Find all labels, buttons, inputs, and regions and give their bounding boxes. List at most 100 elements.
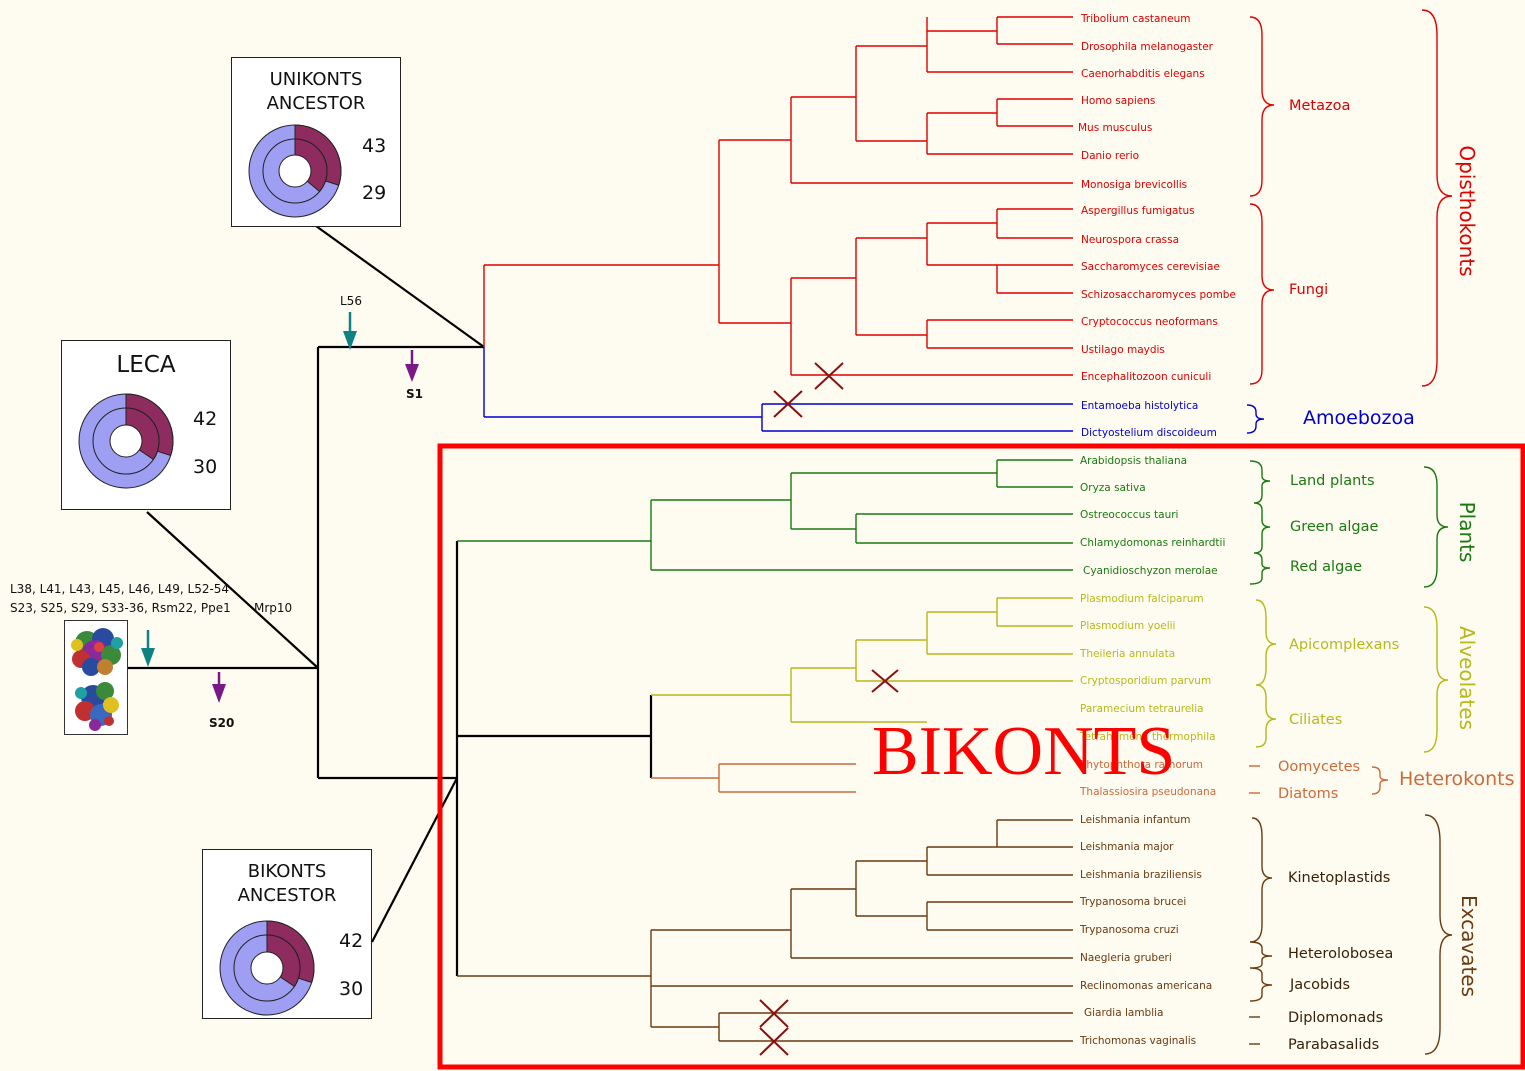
species-label: Mus musculus: [1078, 122, 1153, 134]
species-label: Cyanidioschyzon merolae: [1083, 565, 1218, 577]
group-label-excavates: Excavates: [1457, 894, 1481, 998]
group-label-diplomonads: Diplomonads: [1288, 1010, 1384, 1026]
species-label: Cryptosporidium parvum: [1080, 675, 1212, 687]
bikonts-top-value: 42: [339, 930, 364, 952]
group-label-heterolobosea: Heterolobosea: [1288, 946, 1394, 962]
species-label: Drosophila melanogaster: [1081, 41, 1213, 53]
bikonts-donut: [219, 920, 315, 1016]
species-label: Oryza sativa: [1080, 482, 1146, 494]
unikonts-donut: [248, 124, 342, 218]
opisthokonts-branches: [483, 9, 1453, 387]
leca-top-value: 42: [193, 408, 218, 430]
species-label: Thalassiosira pseudonana: [1080, 786, 1217, 798]
mrp10-label: Mrp10: [254, 601, 293, 615]
protein-list-line2: S23, S25, S29, S33-36, Rsm22, Ppe1: [10, 601, 231, 615]
species-label: Caenorhabditis elegans: [1081, 68, 1205, 80]
species-label: Homo sapiens: [1081, 95, 1156, 107]
heterokonts-branches: [651, 763, 1389, 795]
ribosome-small-subunit: [75, 682, 119, 731]
group-label-apicomplexans: Apicomplexans: [1289, 637, 1400, 653]
species-label: Arabidopsis thaliana: [1080, 455, 1188, 467]
species-label: Trichomonas vaginalis: [1080, 1035, 1197, 1047]
group-label-amoebozoa: Amoebozoa: [1303, 407, 1415, 429]
group-label-metazoa: Metazoa: [1289, 98, 1351, 114]
bikonts-ancestor-box: BIKONTS ANCESTOR 42 30: [202, 849, 372, 1019]
loss-marks: [759, 362, 899, 1056]
species-label: Aspergillus fumigatus: [1081, 205, 1195, 217]
group-label-heterokonts: Heterokonts: [1399, 768, 1515, 790]
alveolates-branches: [651, 597, 1449, 753]
species-label: Giardia lamblia: [1084, 1007, 1164, 1019]
bikonts-title-line1: BIKONTS: [247, 861, 327, 882]
species-label: Leishmania major: [1080, 841, 1174, 853]
amoebozoa-branches: [483, 347, 1265, 434]
s1-label: S1: [406, 387, 423, 401]
species-label: Phytophthora ramorum: [1080, 759, 1203, 771]
species-label: Leishmania braziliensis: [1080, 869, 1202, 881]
leca-title: LECA: [116, 352, 176, 378]
group-label-opisthokonts: Opisthokonts: [1455, 145, 1479, 277]
species-label: Theileria annulata: [1080, 648, 1176, 660]
loss-mark-encephalitozoon: [814, 362, 844, 390]
species-label: Trypanosoma brucei: [1080, 896, 1187, 908]
s20-label: S20: [209, 716, 235, 730]
group-label-fungi: Fungi: [1289, 282, 1329, 298]
bikonts-title-line2: ANCESTOR: [237, 885, 337, 906]
group-label-jacobids: Jacobids: [1290, 977, 1350, 993]
unikonts-bottom-value: 29: [362, 182, 387, 204]
arrow-s1: [405, 350, 419, 382]
protein-list-line1: L38, L41, L43, L45, L46, L49, L52-54: [10, 582, 230, 596]
l56-label: L56: [340, 294, 362, 308]
unikonts-top-value: 43: [362, 135, 387, 157]
species-label: Danio rerio: [1081, 150, 1140, 162]
loss-mark-cryptosporidium: [871, 669, 899, 693]
species-label: Tetrahymena thermophila: [1080, 731, 1216, 743]
group-label-alveolates: Alveolates: [1455, 626, 1479, 730]
group-label-plants: Plants: [1455, 501, 1479, 563]
species-label: Ustilago maydis: [1081, 344, 1165, 356]
group-label-ciliates: Ciliates: [1289, 712, 1343, 728]
backbone-branches: [128, 225, 653, 976]
species-label: Ostreococcus tauri: [1080, 509, 1179, 521]
group-label-kinetoplastids: Kinetoplastids: [1288, 870, 1391, 886]
species-label: Tribolium castaneum: [1081, 13, 1191, 25]
species-label: Neurospora crassa: [1081, 234, 1180, 246]
arrow-l56: [343, 312, 357, 350]
group-label-land-plants: Land plants: [1290, 473, 1375, 489]
group-label-diatoms: Diatoms: [1278, 786, 1339, 802]
arrow-s20: [212, 672, 226, 703]
species-label: Plasmodium falciparum: [1080, 593, 1204, 605]
arrow-mrp10: [141, 630, 155, 667]
species-label: Cryptococcus neoformans: [1081, 316, 1218, 328]
species-label: Monosiga brevicollis: [1081, 179, 1188, 191]
species-label: Chlamydomonas reinhardtii: [1080, 537, 1226, 549]
species-label: Encephalitozoon cuniculi: [1081, 371, 1212, 383]
species-label: Paramecium tetraurelia: [1080, 703, 1204, 715]
group-label-parabasalids: Parabasalids: [1288, 1037, 1380, 1053]
species-label: Leishmania infantum: [1080, 814, 1191, 826]
unikonts-title-line2: ANCESTOR: [266, 93, 366, 114]
species-label: Trypanosoma cruzi: [1080, 924, 1179, 936]
unikonts-title-line1: UNIKONTS: [269, 69, 363, 90]
leca-donut: [78, 393, 174, 489]
plants-branches: [457, 459, 1449, 588]
bikonts-overlay-label: BIKONTS: [872, 713, 1176, 790]
leca-box: LECA 42 30: [61, 340, 231, 510]
loss-mark-trichomonas: [759, 1027, 789, 1056]
group-label-green-algae: Green algae: [1290, 519, 1379, 535]
species-label: Entamoeba histolytica: [1081, 400, 1199, 412]
species-label: Reclinomonas americana: [1080, 980, 1213, 992]
bikonts-bottom-value: 30: [339, 978, 364, 1000]
species-label: Schizosaccharomyces pombe: [1081, 289, 1236, 301]
ribosome-large-subunit: [71, 628, 123, 676]
excavates-branches: [457, 814, 1453, 1055]
species-label: Plasmodium yoelii: [1080, 620, 1176, 632]
species-label: Dictyostelium discoideum: [1081, 427, 1217, 439]
species-label: Saccharomyces cerevisiae: [1081, 261, 1220, 273]
unikonts-ancestor-box: UNIKONTS ANCESTOR 43 29: [231, 57, 401, 227]
bikonts-frame: [437, 443, 1525, 1070]
ribosome-structure-image: [64, 620, 128, 735]
species-label: Naegleria gruberi: [1080, 952, 1172, 964]
